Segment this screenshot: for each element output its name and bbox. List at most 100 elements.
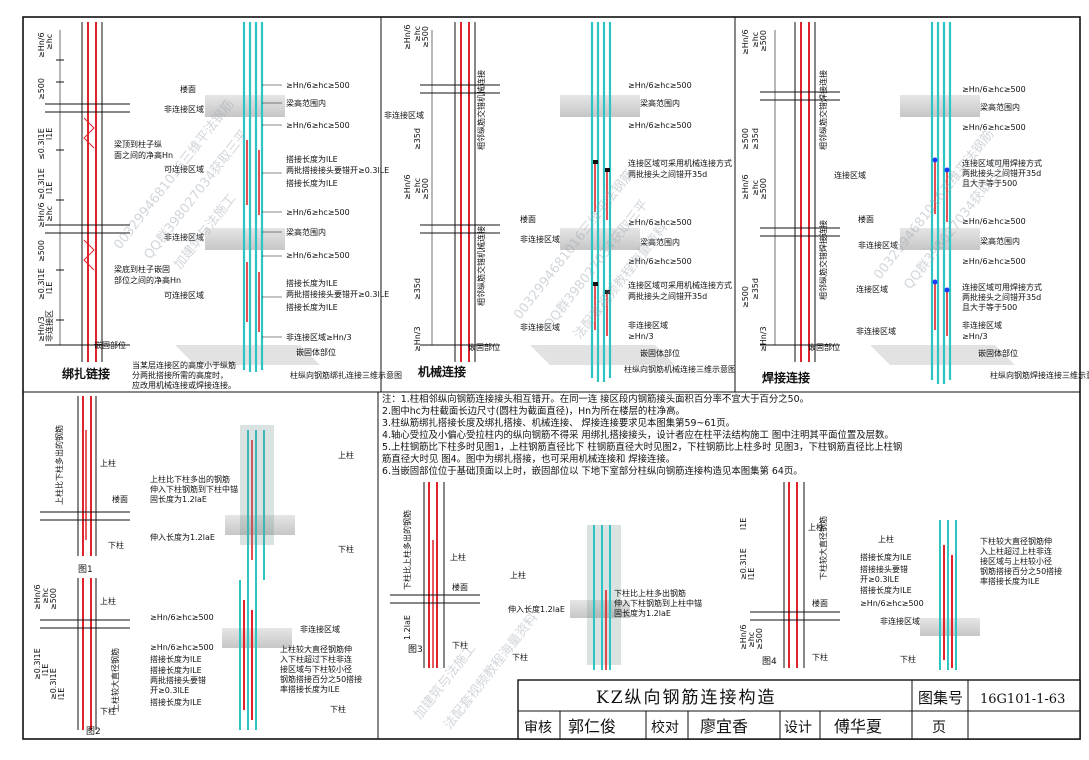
p1-label-5: 梁底到柱子嵌固 bbox=[114, 264, 170, 274]
fig2-side-11: 钢筋搭接百分之50搭接 bbox=[280, 674, 362, 684]
fig4-side-9: 接区域与上柱较小径 bbox=[980, 556, 1052, 566]
p2-label-4: 相邻纵筋交错机械连接 bbox=[476, 226, 486, 306]
fig3-label-2: 楼面 bbox=[452, 582, 468, 592]
figure-4: l1E ≥0.3l1E l1E ≥Hn/6 ≥hc ≥500 下柱较大直径钢筋 … bbox=[739, 482, 1062, 670]
panel-welded: ≥Hn/6 ≥hc ≥500 ≥500 ≥35d ≥Hn/6 ≥hc ≥500 … bbox=[741, 22, 1089, 385]
p2-side-6: 梁高范围内 bbox=[640, 237, 680, 247]
p1-note-1: 分两批搭接所需的高度时， bbox=[132, 370, 228, 380]
fig1-side-4: 伸入长度为1.2laE bbox=[150, 532, 215, 542]
fig2-side-3: 搭接长度为lLE bbox=[150, 654, 202, 664]
fig3-label-0: 下柱比上柱多出的钢筋 bbox=[402, 510, 412, 590]
fig4-side-8: 入上柱超过上柱非连 bbox=[980, 546, 1052, 556]
p1-label-9: 嵌固部位 bbox=[94, 340, 126, 350]
p3-side-4: 两批接头之间错开35d bbox=[962, 168, 1041, 178]
fig4-label-2: 楼面 bbox=[812, 598, 828, 608]
p1-side-5: 搭接长度为lLE bbox=[286, 178, 338, 188]
p1-side-2: ≥Hn/6≥hc≥500 bbox=[286, 121, 350, 130]
p2-side-1: 梁高范围内 bbox=[640, 98, 680, 108]
fig1-side-1: 伸入下柱钢筋到下柱中锚 bbox=[150, 484, 238, 494]
p1-dim-6: l1E bbox=[45, 182, 54, 194]
checker-name: 廖宜香 bbox=[700, 717, 748, 736]
note-5: 筋直径大时见 图4。图中为绑扎搭接，也可采用机械连接和 焊接连接。 bbox=[382, 453, 675, 465]
p2-dim-7: ≥35d bbox=[413, 278, 422, 300]
p3-label-0: 相邻纵筋交错焊接连接 bbox=[818, 70, 828, 150]
p3-label-6: 非连接区域 bbox=[856, 326, 896, 336]
fig3-side-1: 下柱比上柱多出钢筋 bbox=[614, 588, 686, 598]
p3-dim-9: ≥35d bbox=[751, 278, 760, 300]
p1-side-6: ≥Hn/6≥hc≥500 bbox=[286, 208, 350, 217]
p1-dim-12: ≥Hn/3 bbox=[37, 316, 46, 342]
fig2-side-4: 搭接长度为lLE bbox=[150, 665, 202, 675]
p1-side-8: ≥Hn/6≥hc≥500 bbox=[286, 251, 350, 260]
p1-side-9: 搭接长度为lLE bbox=[286, 278, 338, 288]
page-label: 页 bbox=[932, 720, 946, 736]
p1-dim-13: 非连接区 bbox=[44, 310, 54, 342]
note-1: 2.图中hc为柱截面长边尺寸(圆柱为截面直径)，Hn为所在楼层的柱净高。 bbox=[382, 405, 685, 417]
p2-dim-6: ≥500 bbox=[421, 178, 430, 200]
fig2-side-1: 非连接区域 bbox=[300, 624, 340, 634]
p1-dim-5: ≥0.3l1E bbox=[37, 168, 46, 200]
fig1-label-3: 下柱 bbox=[108, 540, 124, 550]
drawing-title: KZ纵向钢筋连接构造 bbox=[596, 688, 777, 708]
p2-label-3: 非连接区域 bbox=[520, 234, 560, 244]
fig2-label-1: 上柱 bbox=[100, 596, 116, 606]
p3-label-7: 嵌固部位 bbox=[808, 342, 840, 352]
fig4-label-3: 下柱 bbox=[812, 652, 828, 662]
fig3-side-2: 伸入下柱钢筋到上柱中锚 bbox=[614, 598, 702, 608]
panel-tie-lap: ≥Hn/6 ≥hc ≥500 ≤0.3l1E l1E ≥0.3l1E l1E ≥… bbox=[37, 22, 402, 390]
p2-dim-8: ≥Hn/3 bbox=[413, 326, 422, 352]
p1-side-3: 搭接长度为lLE bbox=[286, 154, 338, 164]
fig2-side-10: 接区域与下柱较小径 bbox=[280, 664, 352, 674]
p3-side-12: 非连接区域 bbox=[962, 320, 1002, 330]
fig2-dim-6: l1E bbox=[57, 688, 66, 700]
panel-mechanical: ≥Hn/6 ≥hc ≥500 ≥35d ≥Hn/6 ≥hc ≥500 ≥35d … bbox=[384, 22, 736, 382]
fig4-dim-2: l1E bbox=[747, 568, 756, 580]
fig4-side-4: 搭接长度为lLE bbox=[860, 585, 912, 595]
fig3-caption: 图3 bbox=[408, 644, 423, 655]
p2-side-8: 连接区域可采用机械连接方式 bbox=[628, 280, 732, 290]
fig2-dim-4: l1E bbox=[41, 664, 50, 676]
fig4-side-11: 率搭接长度为lLE bbox=[980, 576, 1040, 586]
fig2-side-13: 下柱 bbox=[330, 704, 346, 714]
p1-side-7: 梁高范围内 bbox=[286, 227, 326, 237]
fig2-dim-1: ≥hc bbox=[41, 588, 50, 604]
note-4: 5.上柱钢筋比下柱多时见图1，上柱钢筋直径比下 柱钢筋直径大时见图2，下柱钢筋比… bbox=[382, 441, 902, 453]
p2-label-1: 相邻纵筋交错机械连接 bbox=[476, 70, 486, 150]
p3-dim-8: ≥500 bbox=[741, 286, 750, 308]
p2-side-4: 两批接头之间错开35d bbox=[628, 169, 707, 179]
p1-side-4: 两批搭接接头要错开≥0.3lLE bbox=[286, 165, 389, 175]
fig4-side-2: 搭接接头要错 bbox=[860, 564, 908, 574]
p2-side-3: 连接区域可采用机械连接方式 bbox=[628, 158, 732, 168]
fig1-side-3: 上柱 bbox=[338, 450, 354, 460]
fig3-side-5: 下柱 bbox=[512, 652, 528, 662]
p3-dim-5: ≥Hn/6 bbox=[741, 174, 750, 200]
p2-side-0: ≥Hn/6≥hc≥500 bbox=[628, 81, 692, 90]
p2-side-7: ≥Hn/6≥hc≥500 bbox=[628, 257, 692, 266]
p1-caption: 柱纵向钢筋绑扎连接三维示意图 bbox=[290, 370, 402, 380]
p2-dim-2: ≥500 bbox=[421, 26, 430, 48]
reviewer-name: 郭仁俊 bbox=[568, 717, 616, 736]
p2-label-0: 非连接区域 bbox=[384, 110, 424, 120]
p3-side-1: 梁高范围内 bbox=[980, 102, 1020, 112]
note-3: 4.轴心受拉及小偏心受拉柱内的纵向钢筋不得采 用绑扎搭接接头，设计者应在柱平法结… bbox=[382, 429, 894, 441]
note-0: 注：1.柱相邻纵向钢筋连接接头相互错开。在同一连 接区段内钢筋接头面积百分率不宜… bbox=[382, 393, 809, 405]
p1-title: 绑扎链接 bbox=[62, 366, 110, 381]
fig4-dim-3: ≥Hn/6 bbox=[739, 624, 748, 650]
p3-side-8: ≥Hn/6≥hc≥500 bbox=[962, 257, 1026, 266]
p2-side-9: 两批接头之间错开35d bbox=[628, 291, 707, 301]
fig1-side-0: 上柱比下柱多出的钢筋 bbox=[150, 474, 230, 484]
p2-caption: 柱纵向钢筋机械连接三维示意图 bbox=[624, 364, 736, 374]
p1-note-2: 应改用机械连接或焊接连接。 bbox=[132, 380, 236, 390]
p3-side-2: ≥Hn/6≥hc≥500 bbox=[962, 123, 1026, 132]
p1-dim-4: l1E bbox=[45, 128, 54, 140]
p1-label-7: 可连接区域 bbox=[164, 290, 204, 300]
check-label: 校对 bbox=[651, 719, 679, 736]
p3-side-10: 两批接头之间错开35d bbox=[962, 292, 1041, 302]
fig2-side-7: 搭接长度为lLE bbox=[150, 697, 202, 707]
p1-label-3: 可连接区域 bbox=[164, 164, 204, 174]
p1-dim-0: ≥Hn/6 bbox=[37, 32, 46, 58]
fig1-caption: 图1 bbox=[78, 564, 93, 575]
atlas-number: 16G101-1-63 bbox=[980, 692, 1065, 707]
title-block: KZ纵向钢筋连接构造 图集号 16G101-1-63 审核 郭仁俊 校对 廖宜香… bbox=[517, 679, 1081, 740]
